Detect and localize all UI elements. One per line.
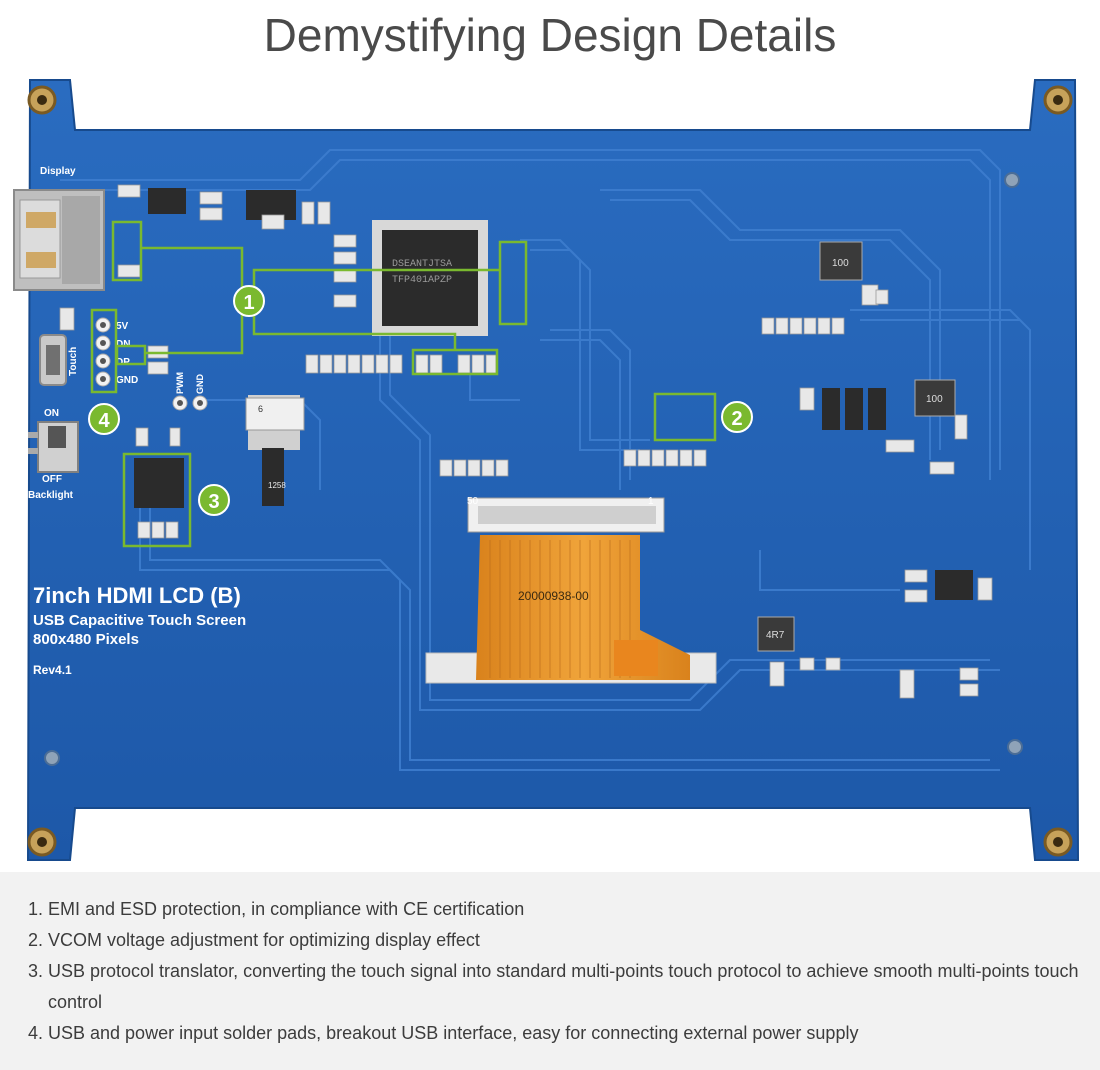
svg-text:4R7: 4R7: [766, 630, 785, 641]
callout-badges: 1 2 3 4: [88, 285, 753, 516]
svg-text:20000938-00: 20000938-00: [518, 589, 589, 603]
svg-text:100: 100: [926, 394, 943, 405]
svg-text:1: 1: [243, 292, 254, 314]
svg-text:3: 3: [208, 491, 219, 513]
micro-usb-connector: [39, 334, 67, 386]
page-title: Demystifying Design Details: [263, 9, 837, 61]
pcb-traces: [60, 149, 1031, 771]
svg-text:PWM: PWM: [175, 372, 185, 394]
svg-text:DSEANTJTSA: DSEANTJTSA: [392, 259, 452, 270]
svg-text:DN: DN: [116, 339, 130, 350]
svg-text:Backlight: Backlight: [28, 490, 74, 501]
feature-list-panel: 1.EMI and ESD protection, in compliance …: [0, 872, 1100, 1070]
svg-text:ON: ON: [44, 408, 59, 419]
hdmi-connector: [13, 189, 105, 291]
backlight-switch: [28, 421, 79, 473]
svg-text:TFP401APZP: TFP401APZP: [392, 275, 452, 286]
svg-text:GND: GND: [195, 374, 205, 395]
feature-item: 3.USB protocol translator, converting th…: [28, 961, 1079, 1012]
feature-list: 1.EMI and ESD protection, in compliance …: [0, 872, 1100, 1049]
svg-text:DP: DP: [116, 357, 130, 368]
passive-components: [59, 184, 993, 699]
product-name: 7inch HDMI LCD (B): [33, 583, 241, 608]
svg-text:Touch: Touch: [68, 347, 79, 376]
svg-text:1: 1: [648, 496, 654, 507]
pcb-board-image: DSEANTJTSA TFP401APZP 100 100 4R7: [0, 70, 1100, 870]
svg-text:5V: 5V: [116, 321, 129, 332]
svg-text:800x480 Pixels: 800x480 Pixels: [33, 631, 139, 648]
pcb-outline: [26, 79, 1080, 861]
pin-header: [95, 317, 208, 411]
feature-item: 4.USB and power input solder pads, break…: [28, 1023, 859, 1043]
svg-text:GND: GND: [116, 375, 138, 386]
svg-text:50: 50: [467, 496, 479, 507]
feature-item: 2.VCOM voltage adjustment for optimizing…: [28, 930, 480, 950]
svg-text:1258: 1258: [268, 481, 286, 490]
svg-text:2: 2: [731, 408, 742, 430]
svg-text:OFF: OFF: [42, 474, 62, 485]
svg-text:6: 6: [258, 404, 263, 414]
svg-text:USB Capacitive Touch Screen: USB Capacitive Touch Screen: [33, 612, 246, 629]
svg-text:Display: Display: [40, 166, 76, 177]
fpc-ribbon: 50 1 20000938-00: [425, 496, 717, 684]
mounting-holes: [27, 85, 1073, 857]
svg-text:100: 100: [832, 258, 849, 269]
feature-item: 1.EMI and ESD protection, in compliance …: [28, 899, 525, 919]
inductors: 100 100 4R7: [757, 241, 956, 652]
tfp401-chip: DSEANTJTSA TFP401APZP: [372, 220, 488, 336]
svg-text:4: 4: [98, 410, 110, 432]
touch-ribbon-connector: 6 1258: [245, 397, 305, 490]
svg-text:Rev4.1: Rev4.1: [33, 663, 72, 677]
